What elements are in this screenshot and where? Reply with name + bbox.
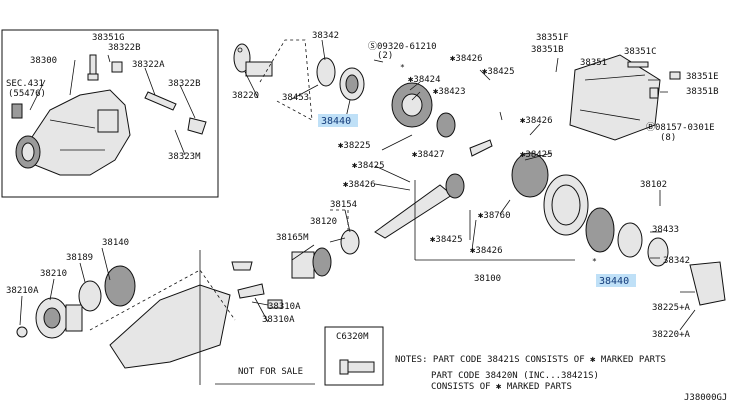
- label-38342-right[interactable]: 38342: [663, 256, 690, 266]
- label-38220[interactable]: 38220: [232, 91, 259, 101]
- label-38425-top[interactable]: ✱38425: [482, 67, 515, 77]
- label-38323m[interactable]: 38323M: [168, 152, 201, 162]
- label-38351b-a[interactable]: 38351B: [531, 45, 564, 55]
- label-38165m[interactable]: 38165M: [276, 233, 309, 243]
- label-bolt-09320[interactable]: Ⓢ09320-61210: [368, 41, 437, 52]
- side-bearing-left-drawing: [78, 280, 102, 312]
- label-38351f[interactable]: 38351F: [536, 33, 569, 43]
- label-38310a-b[interactable]: 38310A: [262, 315, 295, 325]
- label-38424[interactable]: ✱38424: [408, 75, 441, 85]
- label-38154[interactable]: 38154: [330, 200, 357, 210]
- inset-box-small: [324, 326, 384, 386]
- label-bolt-08157[interactable]: Ⓑ08157-0301E: [646, 122, 715, 133]
- label-bolt-08157-qty: (8): [660, 133, 676, 143]
- mounting-insulator-drawing: [291, 229, 360, 279]
- connector-drawing: [111, 61, 123, 73]
- highlight-bg-2: [596, 274, 636, 287]
- star-mark: *: [400, 63, 405, 72]
- label-38300[interactable]: 38300: [30, 56, 57, 66]
- label-c6320m[interactable]: C6320M: [336, 332, 369, 342]
- side-gear-drawing: [436, 112, 456, 138]
- note-line-3: CONSISTS OF ✱ MARKED PARTS: [431, 382, 572, 392]
- breather-drawing: [87, 54, 99, 81]
- label-38425-bottom[interactable]: ✱38425: [430, 235, 463, 245]
- label-38100[interactable]: 38100: [474, 274, 501, 284]
- label-38102[interactable]: 38102: [640, 180, 667, 190]
- label-38322b-a[interactable]: 38322B: [108, 43, 141, 53]
- highlight-bg-1: [318, 114, 358, 127]
- rear-cover-bolts-drawing: [627, 61, 681, 99]
- note-line-2: PART CODE 38420N (INC...38421S): [431, 371, 599, 381]
- label-sec431[interactable]: SEC.431: [6, 79, 44, 89]
- label-38322a[interactable]: 38322A: [132, 60, 165, 70]
- nut-drawing: [16, 326, 28, 338]
- label-38220a[interactable]: 38220+A: [652, 330, 691, 340]
- companion-flange-drawing: [233, 43, 273, 77]
- label-38140[interactable]: 38140: [102, 238, 129, 248]
- label-38760[interactable]: ✱38760: [478, 211, 511, 221]
- label-38351e[interactable]: 38351E: [686, 72, 719, 82]
- label-38351g[interactable]: 38351G: [92, 33, 125, 43]
- label-38433[interactable]: 38433: [652, 225, 679, 235]
- label-38440-right[interactable]: 38440: [599, 276, 629, 287]
- side-flange-right-drawing: [647, 237, 726, 306]
- label-38426-left[interactable]: ✱38426: [343, 180, 376, 190]
- inset-frame: [1, 29, 219, 198]
- label-38342-top[interactable]: 38342: [312, 31, 339, 41]
- label-38453[interactable]: 38453: [282, 93, 309, 103]
- label-38423[interactable]: ✱38423: [433, 87, 466, 97]
- star-mark-right: *: [592, 257, 597, 266]
- label-38120[interactable]: 38120: [310, 217, 337, 227]
- rubber-seal-drawing: [11, 103, 23, 119]
- diagram-code: J38000GJ: [684, 393, 727, 403]
- side-flange-left-drawing: [35, 297, 83, 339]
- label-bolt-09320-qty: (2): [377, 51, 393, 61]
- label-38351[interactable]: 38351: [580, 58, 607, 68]
- label-38426-top[interactable]: ✱38426: [450, 54, 483, 64]
- label-38210[interactable]: 38210: [40, 269, 67, 279]
- breather-cap-drawing: [187, 117, 207, 135]
- pinion-bearing-drawing: [339, 67, 365, 101]
- carrier-assembly-drawing: [15, 89, 131, 176]
- pinion-mate-shaft-drawing: [469, 139, 493, 157]
- label-38425-mid[interactable]: ✱38425: [520, 150, 553, 160]
- side-retainer-left-drawing: [104, 265, 136, 307]
- side-retainer-drawing: [585, 207, 615, 253]
- plug-drawing: [339, 359, 375, 375]
- label-38189[interactable]: 38189: [66, 253, 93, 263]
- label-38225[interactable]: ✱38225: [338, 141, 371, 151]
- ring-gear-drawing: [511, 152, 549, 198]
- label-not-for-sale: NOT FOR SALE: [238, 367, 303, 377]
- label-38427[interactable]: ✱38427: [412, 150, 445, 160]
- label-38225a[interactable]: 38225+A: [652, 303, 691, 313]
- label-38310a-a[interactable]: 38310A: [268, 302, 301, 312]
- drive-pinion-drawing: [374, 173, 465, 239]
- side-bearing-drawing: [543, 174, 589, 236]
- leader-lines: [19, 39, 696, 331]
- breather-hose-drawing: [144, 91, 177, 111]
- bracket-drawing: [231, 261, 283, 309]
- flange-dash-outline: [259, 39, 313, 121]
- rear-cover-drawing: [569, 54, 661, 141]
- label-38351c[interactable]: 38351C: [624, 47, 657, 57]
- note-line-1: NOTES: PART CODE 38421S CONSISTS OF ✱ MA…: [395, 355, 666, 365]
- label-38210a[interactable]: 38210A: [6, 286, 39, 296]
- label-38426-bottom[interactable]: ✱38426: [470, 246, 503, 256]
- oil-seal-drawing: [316, 57, 336, 87]
- side-bearing-right-drawing: [617, 222, 643, 258]
- label-38425-left[interactable]: ✱38425: [352, 161, 385, 171]
- label-38322b-b[interactable]: 38322B: [168, 79, 201, 89]
- label-38351b-b[interactable]: 38351B: [686, 87, 719, 97]
- label-38426-mid[interactable]: ✱38426: [520, 116, 553, 126]
- differential-case-drawing: [391, 82, 433, 128]
- label-sec431-ref: (55476): [8, 89, 46, 99]
- label-38440-top[interactable]: 38440: [321, 116, 351, 127]
